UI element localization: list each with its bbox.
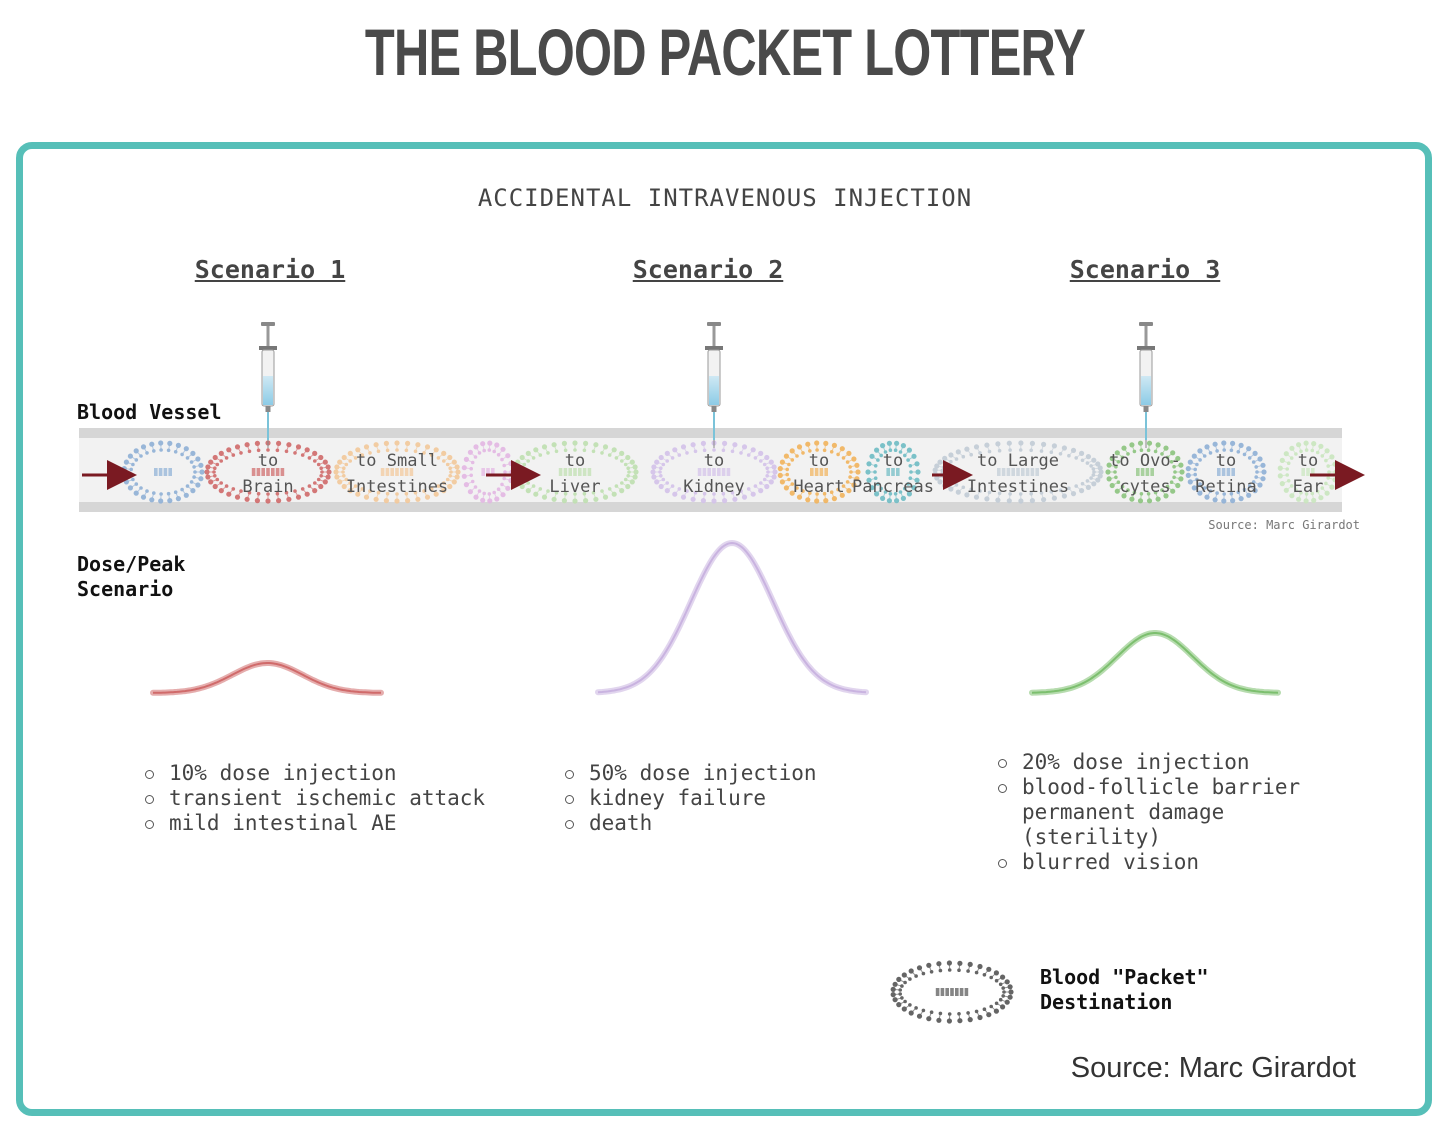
bullet-text-line: (sterility): [1022, 825, 1162, 849]
list-item: mild intestinal AE: [145, 811, 485, 836]
content-frame: [16, 142, 1432, 1116]
list-item: 20% dose injection: [998, 750, 1300, 775]
scenario-3-bullets: 20% dose injection blood-follicle barrie…: [998, 750, 1300, 875]
bullet-text-line: permanent damage: [1022, 800, 1225, 824]
scenario-3-heading: Scenario 3: [1069, 255, 1221, 284]
dose-peak-label-line1: Dose/Peak: [77, 552, 186, 576]
blood-vessel-label: Blood Vessel: [77, 400, 222, 424]
scenario-2-bullets: 50% dose injection kidney failure death: [565, 761, 817, 836]
list-item: blurred vision: [998, 850, 1300, 875]
page-title: THE BLOOD PACKET LOTTERY: [364, 15, 1086, 89]
list-item: transient ischemic attack: [145, 786, 485, 811]
dose-peak-label: Dose/Peak Scenario: [77, 552, 185, 602]
list-item: death: [565, 811, 817, 836]
scenario-1-heading: Scenario 1: [194, 255, 346, 284]
vessel-source-caption: Source: Marc Girardot: [1208, 518, 1360, 532]
source-caption: Source: Marc Girardot: [1070, 1052, 1356, 1084]
scenario-2-heading: Scenario 2: [632, 255, 784, 284]
list-item: kidney failure: [565, 786, 817, 811]
list-item: 10% dose injection: [145, 761, 485, 786]
list-item: 50% dose injection: [565, 761, 817, 786]
legend-label-line1: Blood "Packet": [1040, 965, 1209, 989]
bullet-text-line: blood-follicle barrier: [1022, 775, 1301, 799]
legend-label-line2: Destination: [1040, 990, 1173, 1014]
legend-label: Blood "Packet" Destination: [1040, 965, 1209, 1015]
scenario-1-bullets: 10% dose injection transient ischemic at…: [145, 761, 485, 836]
diagram-subtitle: ACCIDENTAL INTRAVENOUS INJECTION: [477, 184, 973, 212]
dose-peak-label-line2: Scenario: [77, 577, 174, 601]
list-item: blood-follicle barrier permanent damage …: [998, 775, 1300, 850]
